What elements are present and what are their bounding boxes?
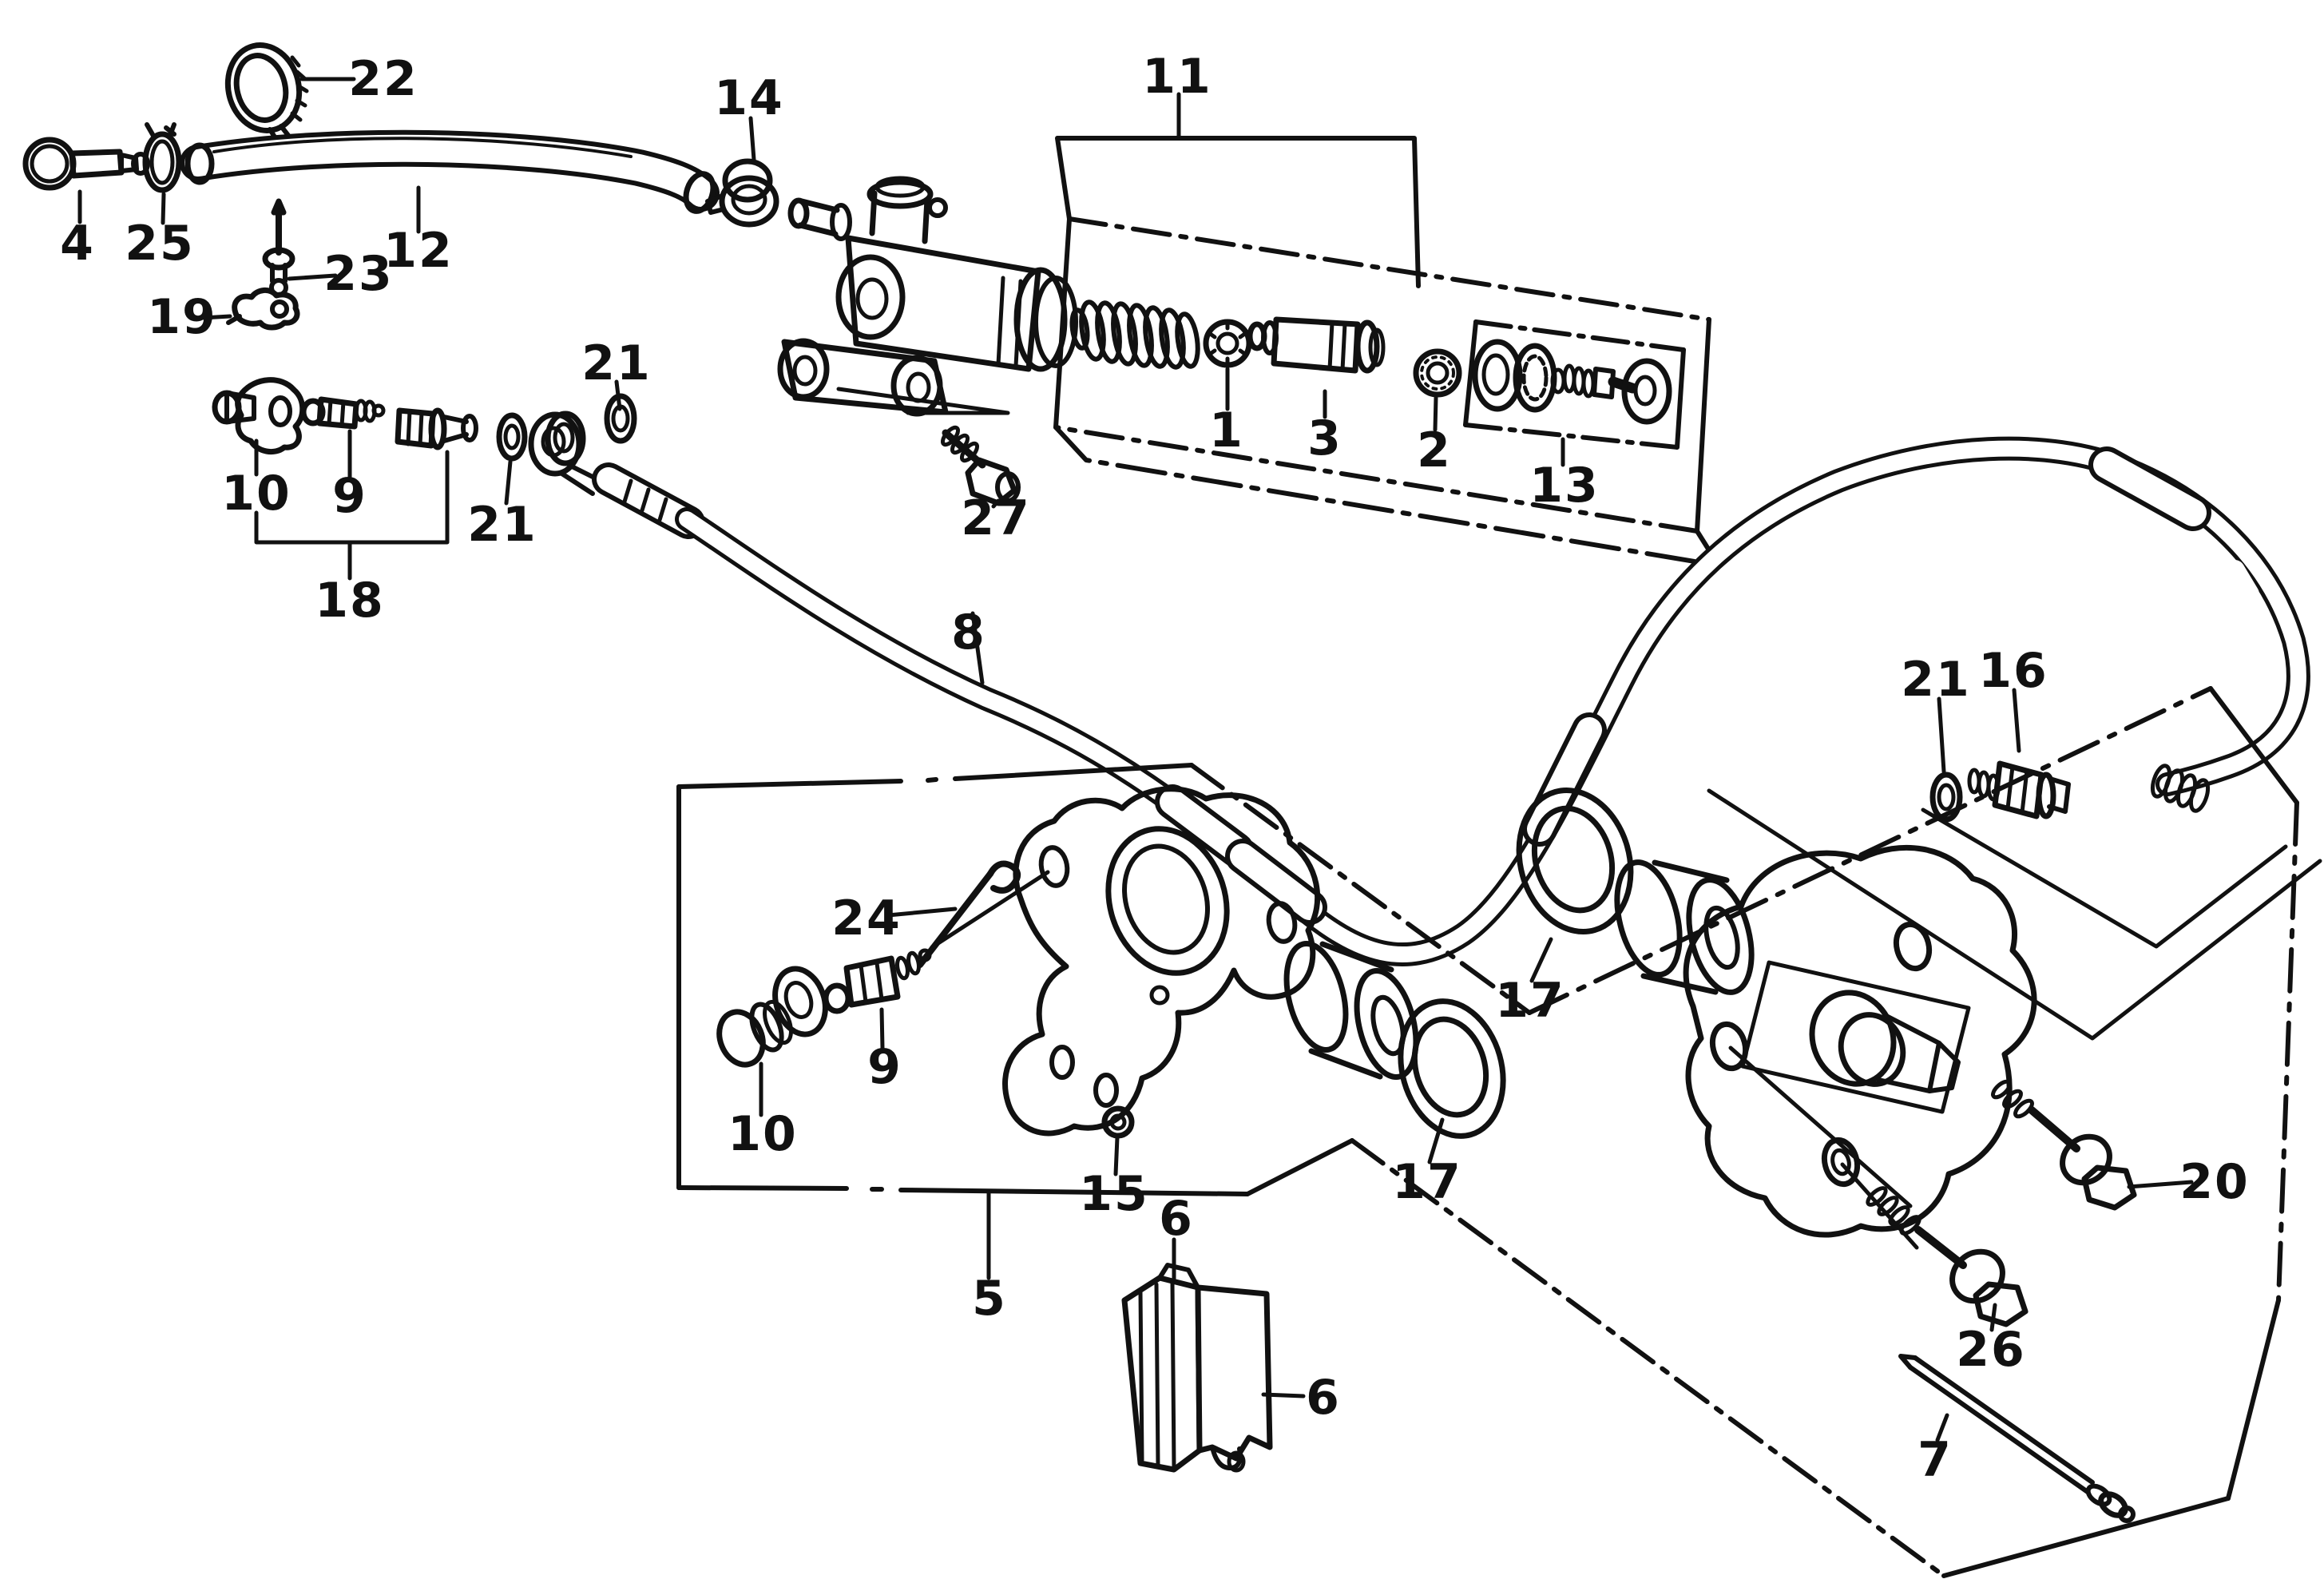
part-label-5: 5 [972,1271,1007,1327]
part-label-23: 23 [323,246,394,302]
part-label-16: 16 [1978,643,2048,699]
caliper-pin-bolt-26 [1866,1185,2025,1324]
caliper-body [1686,847,2034,1248]
push-rod-kit-parts [1475,342,1669,422]
part-label-2: 2 [1417,423,1452,478]
screw-23 [265,201,292,295]
joint-bolt-4 [26,140,148,188]
part-label-9-joint: 9 [332,468,367,524]
flange-bolt-20 [1990,1079,2134,1208]
part-label-10-bracket: 10 [728,1106,798,1162]
leader-lines [80,79,2191,1440]
kit-spring [1070,301,1201,369]
part-label-21-master: 21 [581,335,652,391]
band-clamp-22 [219,38,308,142]
part-label-27: 27 [961,490,1031,546]
bleeder-valve-9a [303,399,383,426]
hose-clamp-14 [708,161,776,224]
part-label-24: 24 [831,891,902,946]
part-label-12: 12 [383,223,454,279]
part-label-21-hose-end: 21 [1901,652,1971,708]
master-cylinder [780,178,1076,414]
part-label-13: 13 [1529,458,1600,514]
part-label-11: 11 [1142,49,1212,105]
part-label-6-right: 6 [1306,1370,1341,1426]
part-label-20: 20 [2179,1154,2250,1210]
bleeder-valve-9b [826,950,930,1011]
push-rod-box-13 [1465,322,1684,447]
part-label-22: 22 [348,51,418,107]
bleeder-cap-10b [712,962,833,1071]
part-label-7: 7 [1917,1432,1953,1488]
pad-pin-7 [1901,1356,2133,1521]
seat-washer-1 [1206,322,1249,365]
part-label-17-upper: 17 [1495,973,1565,1029]
oil-bolt-fitting [398,411,476,447]
part-label-21-joint: 21 [467,497,537,553]
seal-piston-lower-17 [1277,938,1519,1149]
lock-pin-24 [920,864,1017,965]
clip-25 [145,125,179,190]
brake-hose-8 [531,415,2298,954]
master-piston-3 [1250,319,1383,371]
kit-box-11 [1056,138,1719,565]
part-label-19: 19 [147,289,217,345]
part-label-18: 18 [315,573,385,629]
joint-bracket-18-lines [256,452,447,578]
part-label-17-lower: 17 [1392,1154,1462,1210]
part-label-15: 15 [1079,1166,1149,1222]
part-label-9-bracket: 9 [867,1039,902,1095]
part-label-10-joint: 10 [221,466,291,522]
hose-clip-19 [228,290,297,327]
brake-pads [1124,1265,1270,1470]
seal-piston-upper-17 [1503,777,1763,999]
bracket-box-5 [679,765,1944,1576]
caliper-box-lines [1529,688,2320,1576]
part-label-26: 26 [1956,1322,2026,1378]
part-label-1: 1 [1209,403,1244,458]
part-label-25: 25 [125,216,195,272]
piston-cup-2 [1416,351,1459,395]
part-label-8: 8 [951,605,986,661]
reservoir-hose-12 [188,138,718,215]
sealing-washer-21b [499,415,525,458]
joint-eye-10 [215,380,303,452]
part-label-14: 14 [714,70,784,126]
caliper-bracket [932,789,1318,1133]
hose-banjo-ring [548,414,583,463]
part-label-6-left: 6 [1159,1191,1194,1247]
part-label-3: 3 [1307,411,1342,466]
part-label-4: 4 [60,216,95,272]
